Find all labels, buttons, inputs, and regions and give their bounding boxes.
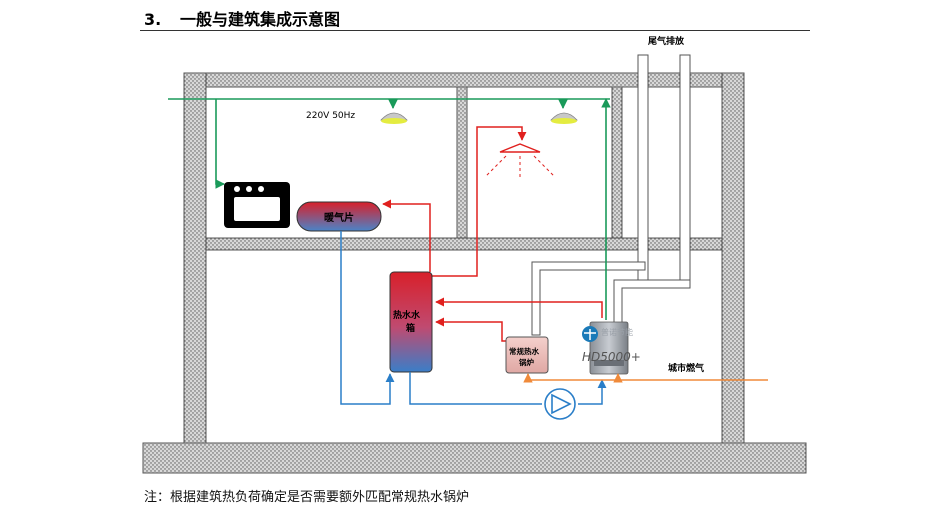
shower-head-icon [485,143,555,178]
flue-pipes [531,54,691,336]
cold-tank-to-pump [409,372,542,405]
unit-logo-label: 普诺节能 [601,327,633,337]
hot-water-pipes [382,126,603,342]
gas-pipes [523,373,768,383]
hot-pipe-unit-to-tank [435,297,603,318]
oven-icon [224,182,290,228]
gas-main-line [523,373,768,383]
cold-water-pipes [340,231,607,405]
tank-label-line1: 热水水 [393,309,421,321]
radiator-label: 暖气片 [324,211,354,224]
flue-stack-right [679,54,691,286]
hd5000-unit-icon [582,321,629,375]
cold-return-radiator [340,231,395,405]
conventional-boiler-icon [505,336,549,374]
boiler-label-line2: 锅炉 [519,357,534,367]
right-wall [721,72,745,444]
exhaust-label: 尾气排放 [647,35,685,47]
footnote: 注：根据建筑热负荷确定是否需要额外匹配常规热水锅炉 [144,490,470,505]
section-number: 3. [144,10,162,29]
building-structure [142,72,807,474]
power-drop-oven [215,99,225,189]
tank-label-line2: 箱 [406,322,415,334]
header-rule [140,30,810,31]
unit-model-label: HD5000+ [582,350,641,364]
flue-stack-left [637,54,649,286]
power-lines [168,98,611,320]
partition-wall [456,86,468,239]
ceiling-lamp-1 [380,112,408,124]
radiator-icon [296,201,382,232]
roof-slab [183,72,745,88]
cold-pump-to-unit [578,379,607,405]
flue-branch-upper [531,261,646,336]
partition-wall-right [611,86,623,239]
section-title: 一般与建筑集成示意图 [180,10,341,29]
city-gas-label: 城市燃气 [668,362,704,374]
ceiling-lamp-2 [550,112,578,124]
hot-pipe-boiler-to-tank [435,317,506,342]
hot-water-tank-icon [389,271,433,373]
hot-pipe-to-shower [432,126,527,277]
hot-pipe-to-radiator [382,199,431,272]
section-heading: 3. 一般与建筑集成示意图 [144,6,340,30]
circulation-pump-icon [544,388,576,420]
ground-slab [142,442,807,474]
power-label: 220V 50Hz [306,111,355,121]
boiler-label-line1: 常规热水 [509,346,539,356]
left-wall [183,72,207,444]
